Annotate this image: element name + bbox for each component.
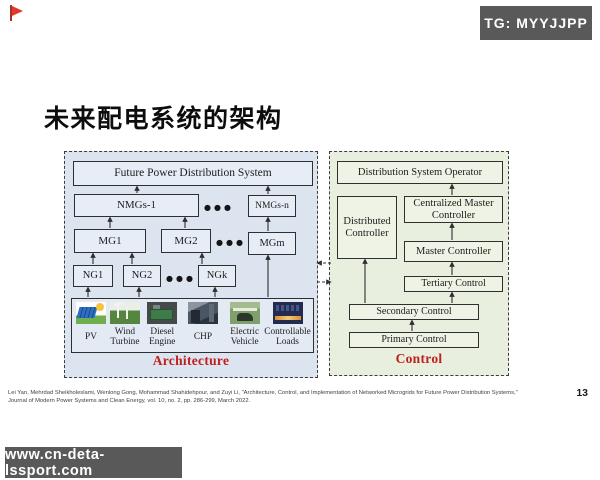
flag-pennant [12, 6, 23, 16]
nmgs-n-box: NMGs-n [248, 195, 296, 217]
tertiary-control-box: Tertiary Control [404, 276, 503, 292]
centralized-master-controller-box: Centralized Master Controller [404, 196, 503, 223]
telegram-badge: TG: MYYJJPP [480, 6, 592, 40]
architecture-caption: Architecture [152, 353, 230, 368]
secondary-control-box: Secondary Control [349, 304, 479, 320]
resource-label: Wind Turbine [110, 327, 140, 347]
control-panel: Distribution System Operator Distributed… [329, 151, 509, 376]
mgm-box: MGm [248, 232, 296, 255]
flag-pole [10, 5, 12, 21]
resources-box: PV Wind Turbine Diesel Engine CHP Electr… [71, 298, 314, 353]
control-caption: Control [395, 351, 443, 366]
ng2-box: NG2 [123, 265, 161, 287]
resource-label: Electric Vehicle [230, 327, 260, 347]
mg2-box: MG2 [161, 229, 211, 253]
resource-chp: CHP [182, 302, 225, 350]
resource-electric-vehicle: Electric Vehicle [224, 302, 265, 350]
resource-label: Diesel Engine [149, 327, 176, 347]
red-flag-icon [9, 5, 23, 21]
slide-title: 未来配电系统的架构 [44, 105, 283, 133]
nmgs-ellipsis: ●●● [204, 203, 234, 212]
page-number: 13 [576, 387, 588, 399]
resource-diesel-engine: Diesel Engine [143, 302, 182, 350]
chp-plant-icon [187, 302, 218, 324]
citation-line-2: Journal of Modern Power Systems and Clea… [8, 398, 251, 404]
resource-label: PV [85, 332, 97, 343]
ngk-box: NGk [198, 265, 236, 287]
telegram-badge-label: TG: MYYJJPP [484, 15, 588, 31]
resource-label: CHP [193, 332, 213, 343]
future-power-distribution-system-box: Future Power Distribution System [73, 161, 313, 186]
controllable-loads-icon [272, 302, 303, 324]
resource-pv: PV [75, 302, 107, 350]
primary-control-box: Primary Control [349, 332, 479, 348]
architecture-panel: Future Power Distribution System NMGs-1 … [64, 151, 318, 378]
mg1-box: MG1 [74, 229, 146, 253]
resource-controllable-loads: Controllable Loads [264, 302, 311, 350]
master-controller-box: Master Controller [404, 241, 503, 262]
watermark-badge: www.cn-deta-lssport.com [5, 446, 182, 479]
distribution-system-operator-box: Distribution System Operator [337, 161, 503, 184]
ng1-box: NG1 [73, 265, 113, 287]
diesel-engine-icon [147, 302, 178, 324]
citation-line-1: Lei Yan, Mehrdad Sheikholeslami, Wenlong… [8, 390, 518, 396]
mg-ellipsis: ●●● [216, 238, 246, 247]
watermark-label: www.cn-deta-lssport.com [5, 446, 105, 479]
resource-label: Controllable Loads [264, 327, 311, 347]
nmgs-1-box: NMGs-1 [74, 194, 199, 217]
wind-turbine-icon [109, 302, 140, 324]
resource-wind-turbine: Wind Turbine [107, 302, 143, 350]
citation: Lei Yan, Mehrdad Sheikholeslami, Wenlong… [8, 389, 518, 405]
electric-vehicle-icon [229, 302, 260, 324]
solar-panel-icon [75, 302, 106, 324]
distributed-controller-box: Distributed Controller [337, 196, 397, 259]
ng-ellipsis: ●●● [166, 274, 196, 283]
